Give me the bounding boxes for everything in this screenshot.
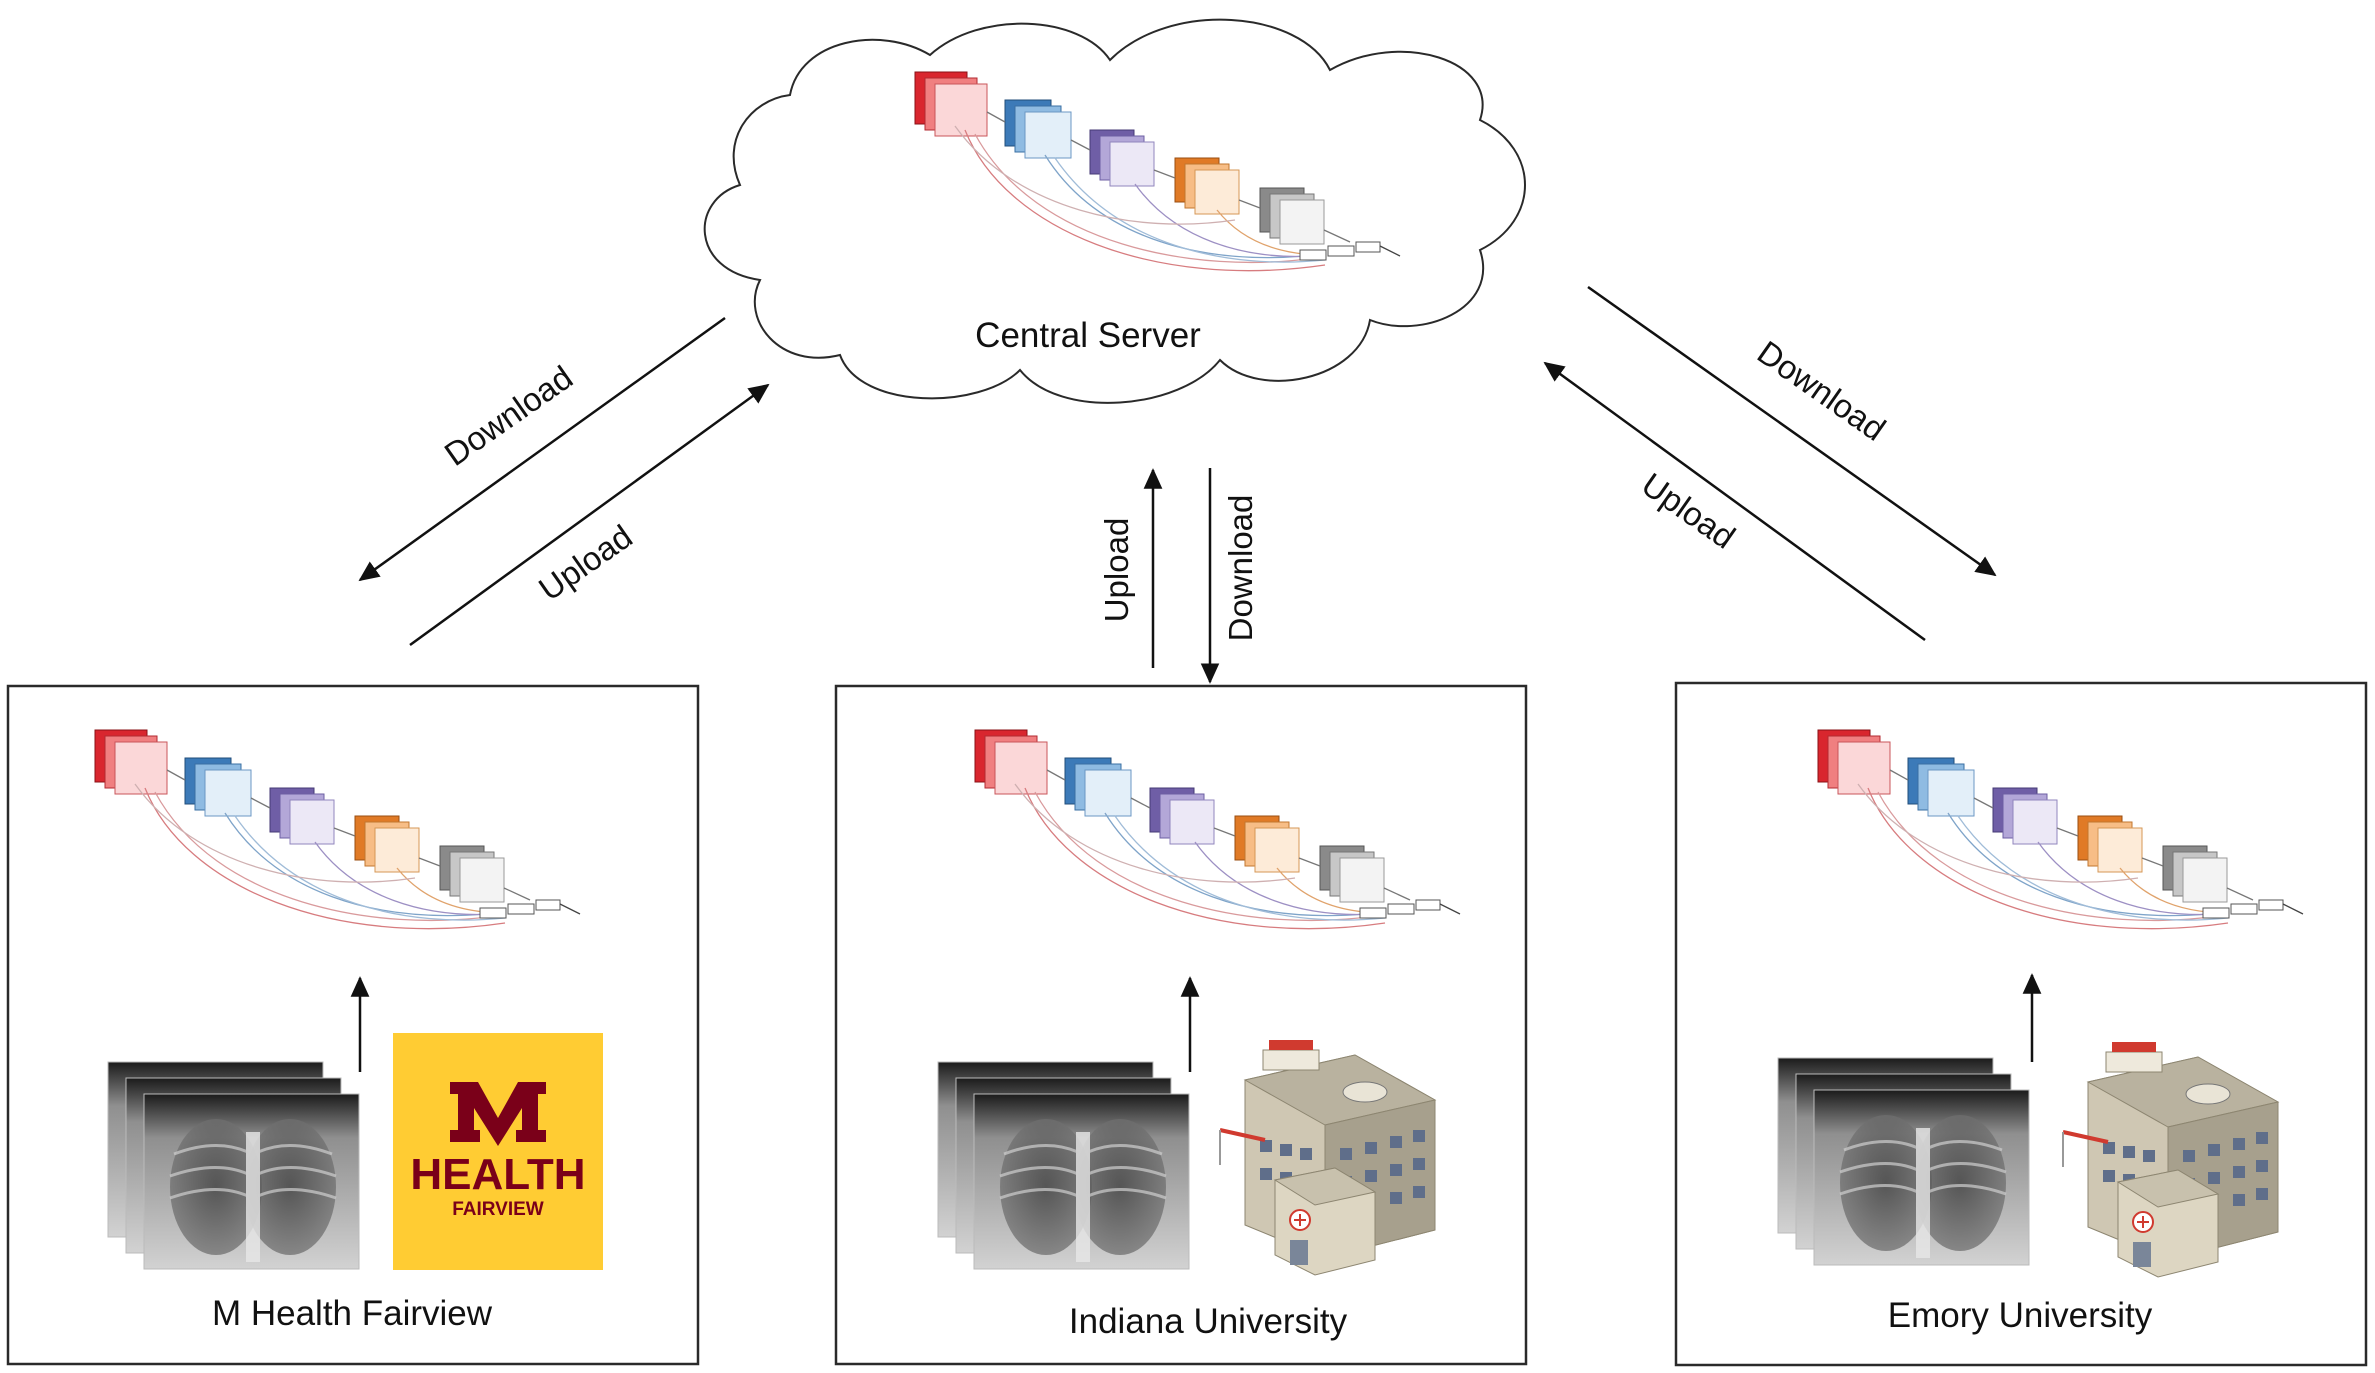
right-download-arrow bbox=[1587, 285, 1997, 577]
logo-wordmark: HEALTH bbox=[410, 1150, 585, 1199]
university-m-logo: HEALTH FAIRVIEW bbox=[393, 1033, 603, 1270]
logo-subtext: FAIRVIEW bbox=[452, 1199, 544, 1220]
left-upload-label: Upload bbox=[532, 517, 639, 607]
left-download-label: Download bbox=[438, 358, 579, 472]
right-upload-label: Upload bbox=[1635, 465, 1742, 555]
logo-background bbox=[393, 1033, 603, 1270]
right-download-label: Download bbox=[1751, 333, 1892, 447]
site-indiana-university: Indiana University bbox=[834, 684, 1528, 1366]
chest-xray-icon bbox=[936, 1060, 1191, 1271]
chest-xray-icon bbox=[106, 1060, 361, 1271]
left-download-arrow bbox=[358, 316, 726, 582]
m-mark bbox=[450, 1082, 546, 1146]
site-m-health-fairview: HEALTH FAIRVIEW M Health Fairview bbox=[6, 684, 700, 1366]
links bbox=[358, 285, 1997, 684]
right-upload-arrow bbox=[1543, 361, 1926, 642]
center-download-label: Download bbox=[1222, 495, 1259, 642]
cloud-icon bbox=[703, 18, 1526, 404]
site-emory-university: Emory University bbox=[1674, 681, 2368, 1367]
center-upload-label: Upload bbox=[1098, 518, 1135, 623]
site-label: Emory University bbox=[1888, 1296, 2153, 1335]
site-label: M Health Fairview bbox=[212, 1294, 493, 1333]
central-server: Central Server bbox=[703, 18, 1526, 404]
left-upload-arrow bbox=[409, 383, 770, 647]
site-label: Indiana University bbox=[1069, 1302, 1348, 1341]
central-server-label: Central Server bbox=[975, 316, 1201, 355]
chest-xray-icon bbox=[1776, 1056, 2031, 1267]
